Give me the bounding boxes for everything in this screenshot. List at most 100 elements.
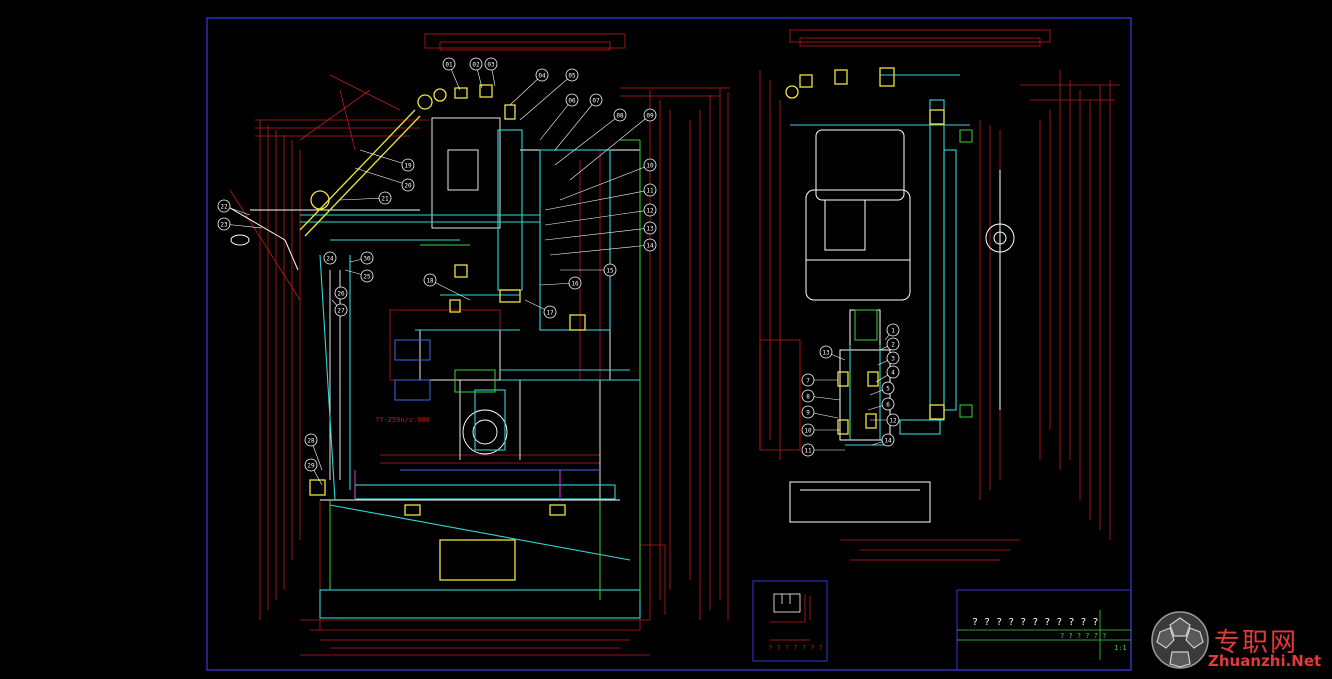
balloon-circle <box>886 365 900 379</box>
balloon-circle <box>643 158 657 172</box>
balloon-circle <box>378 191 392 205</box>
sheet-scale: 1:1 <box>1114 644 1127 652</box>
balloon-circle <box>643 203 657 217</box>
watermark-emblem-icon <box>1151 611 1209 669</box>
balloon-circle <box>304 433 318 447</box>
balloon-label: 06 <box>568 98 576 105</box>
balloon-label: 23 <box>220 222 228 229</box>
balloon-label: 08 <box>616 113 624 120</box>
left-view: 0102030405060708091011121314151617181920… <box>217 33 730 656</box>
leader-line <box>544 227 651 241</box>
balloon-circle <box>881 397 895 411</box>
leader-line <box>549 244 651 256</box>
balloon-circle <box>217 199 231 213</box>
balloon-label: 8 <box>806 394 810 401</box>
balloon-label: 13 <box>646 226 654 233</box>
balloon-label: 27 <box>337 308 345 315</box>
leader-line <box>509 74 543 106</box>
balloon-label: 03 <box>487 62 495 69</box>
balloon-label: 29 <box>307 463 315 470</box>
leader-line <box>554 99 597 151</box>
leader-line <box>429 279 471 301</box>
leader-line <box>519 74 573 121</box>
watermark-cn: 专职网 <box>1214 628 1299 658</box>
balloon-label: 30 <box>363 256 371 263</box>
balloon-circle <box>484 57 498 71</box>
balloon-label: 9 <box>806 410 810 417</box>
balloon-circle <box>568 276 582 290</box>
balloon-label: 28 <box>307 438 315 445</box>
balloon-label: 4 <box>891 370 895 377</box>
leader-line <box>354 167 409 186</box>
balloon-label: 10 <box>804 428 812 435</box>
balloon-circle <box>643 183 657 197</box>
balloon-circle <box>643 221 657 235</box>
balloon-circle <box>881 433 895 447</box>
balloon-label: 2 <box>891 342 895 349</box>
balloon-label: 21 <box>381 196 389 203</box>
balloon-circle <box>565 68 579 82</box>
balloon-label: 04 <box>538 73 546 80</box>
balloon-circle <box>613 108 627 122</box>
balloon-circle <box>589 93 603 107</box>
balloon-circle <box>886 337 900 351</box>
balloon-circle <box>535 68 549 82</box>
detail-caption: ? ? ? ? ? ? ? <box>768 644 823 652</box>
balloon-circle <box>423 273 437 287</box>
balloon-circle <box>334 303 348 317</box>
balloon-label: 10 <box>646 163 654 170</box>
leader-line <box>544 209 651 226</box>
balloon-label: 6 <box>886 402 890 409</box>
balloon-label: 18 <box>426 278 434 285</box>
balloon-circle <box>643 238 657 252</box>
balloon-circle <box>801 423 815 437</box>
title-row1: ? ? ? ? ? ? ? ? ? ? ? <box>972 617 1098 628</box>
balloon-circle <box>401 178 415 192</box>
balloon-label: 5 <box>886 386 890 393</box>
balloon-circle <box>881 381 895 395</box>
watermark-en: Zhuanzhi.Net <box>1208 652 1322 670</box>
balloon-circle <box>217 217 231 231</box>
balloon-label: 1 <box>891 328 895 335</box>
balloon-label: 02 <box>472 62 480 69</box>
balloon-circle <box>643 108 657 122</box>
title-block: ? ? ? ? ? ? ? ? ? ? ? ? ? ? ? ? ? 1:1 <box>956 589 1132 671</box>
balloon-circle <box>801 373 815 387</box>
balloon-circle <box>565 93 579 107</box>
inline-note: ??-250n/v:000 <box>375 416 430 424</box>
balloon-circle <box>543 305 557 319</box>
balloon-circle <box>442 57 456 71</box>
balloon-circle <box>360 251 374 265</box>
balloon-circle <box>886 323 900 337</box>
balloon-label: 25 <box>363 274 371 281</box>
balloon-label: 14 <box>884 438 892 445</box>
balloon-label: 05 <box>568 73 576 80</box>
balloon-label: 3 <box>891 356 895 363</box>
balloon-label: 01 <box>445 62 453 69</box>
balloon-label: 12 <box>889 418 897 425</box>
balloon-label: 19 <box>404 163 412 170</box>
balloon-circle <box>886 351 900 365</box>
balloon-circle <box>801 405 815 419</box>
leader-line <box>339 197 386 201</box>
balloon-circle <box>323 251 337 265</box>
balloon-label: 17 <box>546 310 554 317</box>
balloon-circle <box>603 263 617 277</box>
balloon-label: 24 <box>326 256 334 263</box>
balloon-circle <box>469 57 483 71</box>
leader-line <box>554 114 621 166</box>
balloon-circle <box>334 286 348 300</box>
balloon-label: 22 <box>220 204 228 211</box>
leader-line <box>559 164 651 201</box>
leader-line <box>539 99 573 141</box>
balloon-circle <box>360 269 374 283</box>
balloon-label: 13 <box>822 350 830 357</box>
leader-line <box>569 114 651 181</box>
balloon-label: 15 <box>606 268 614 275</box>
balloon-circle <box>304 458 318 472</box>
balloon-circle <box>801 443 815 457</box>
leader-line <box>359 149 409 166</box>
balloon-label: 20 <box>404 183 412 190</box>
